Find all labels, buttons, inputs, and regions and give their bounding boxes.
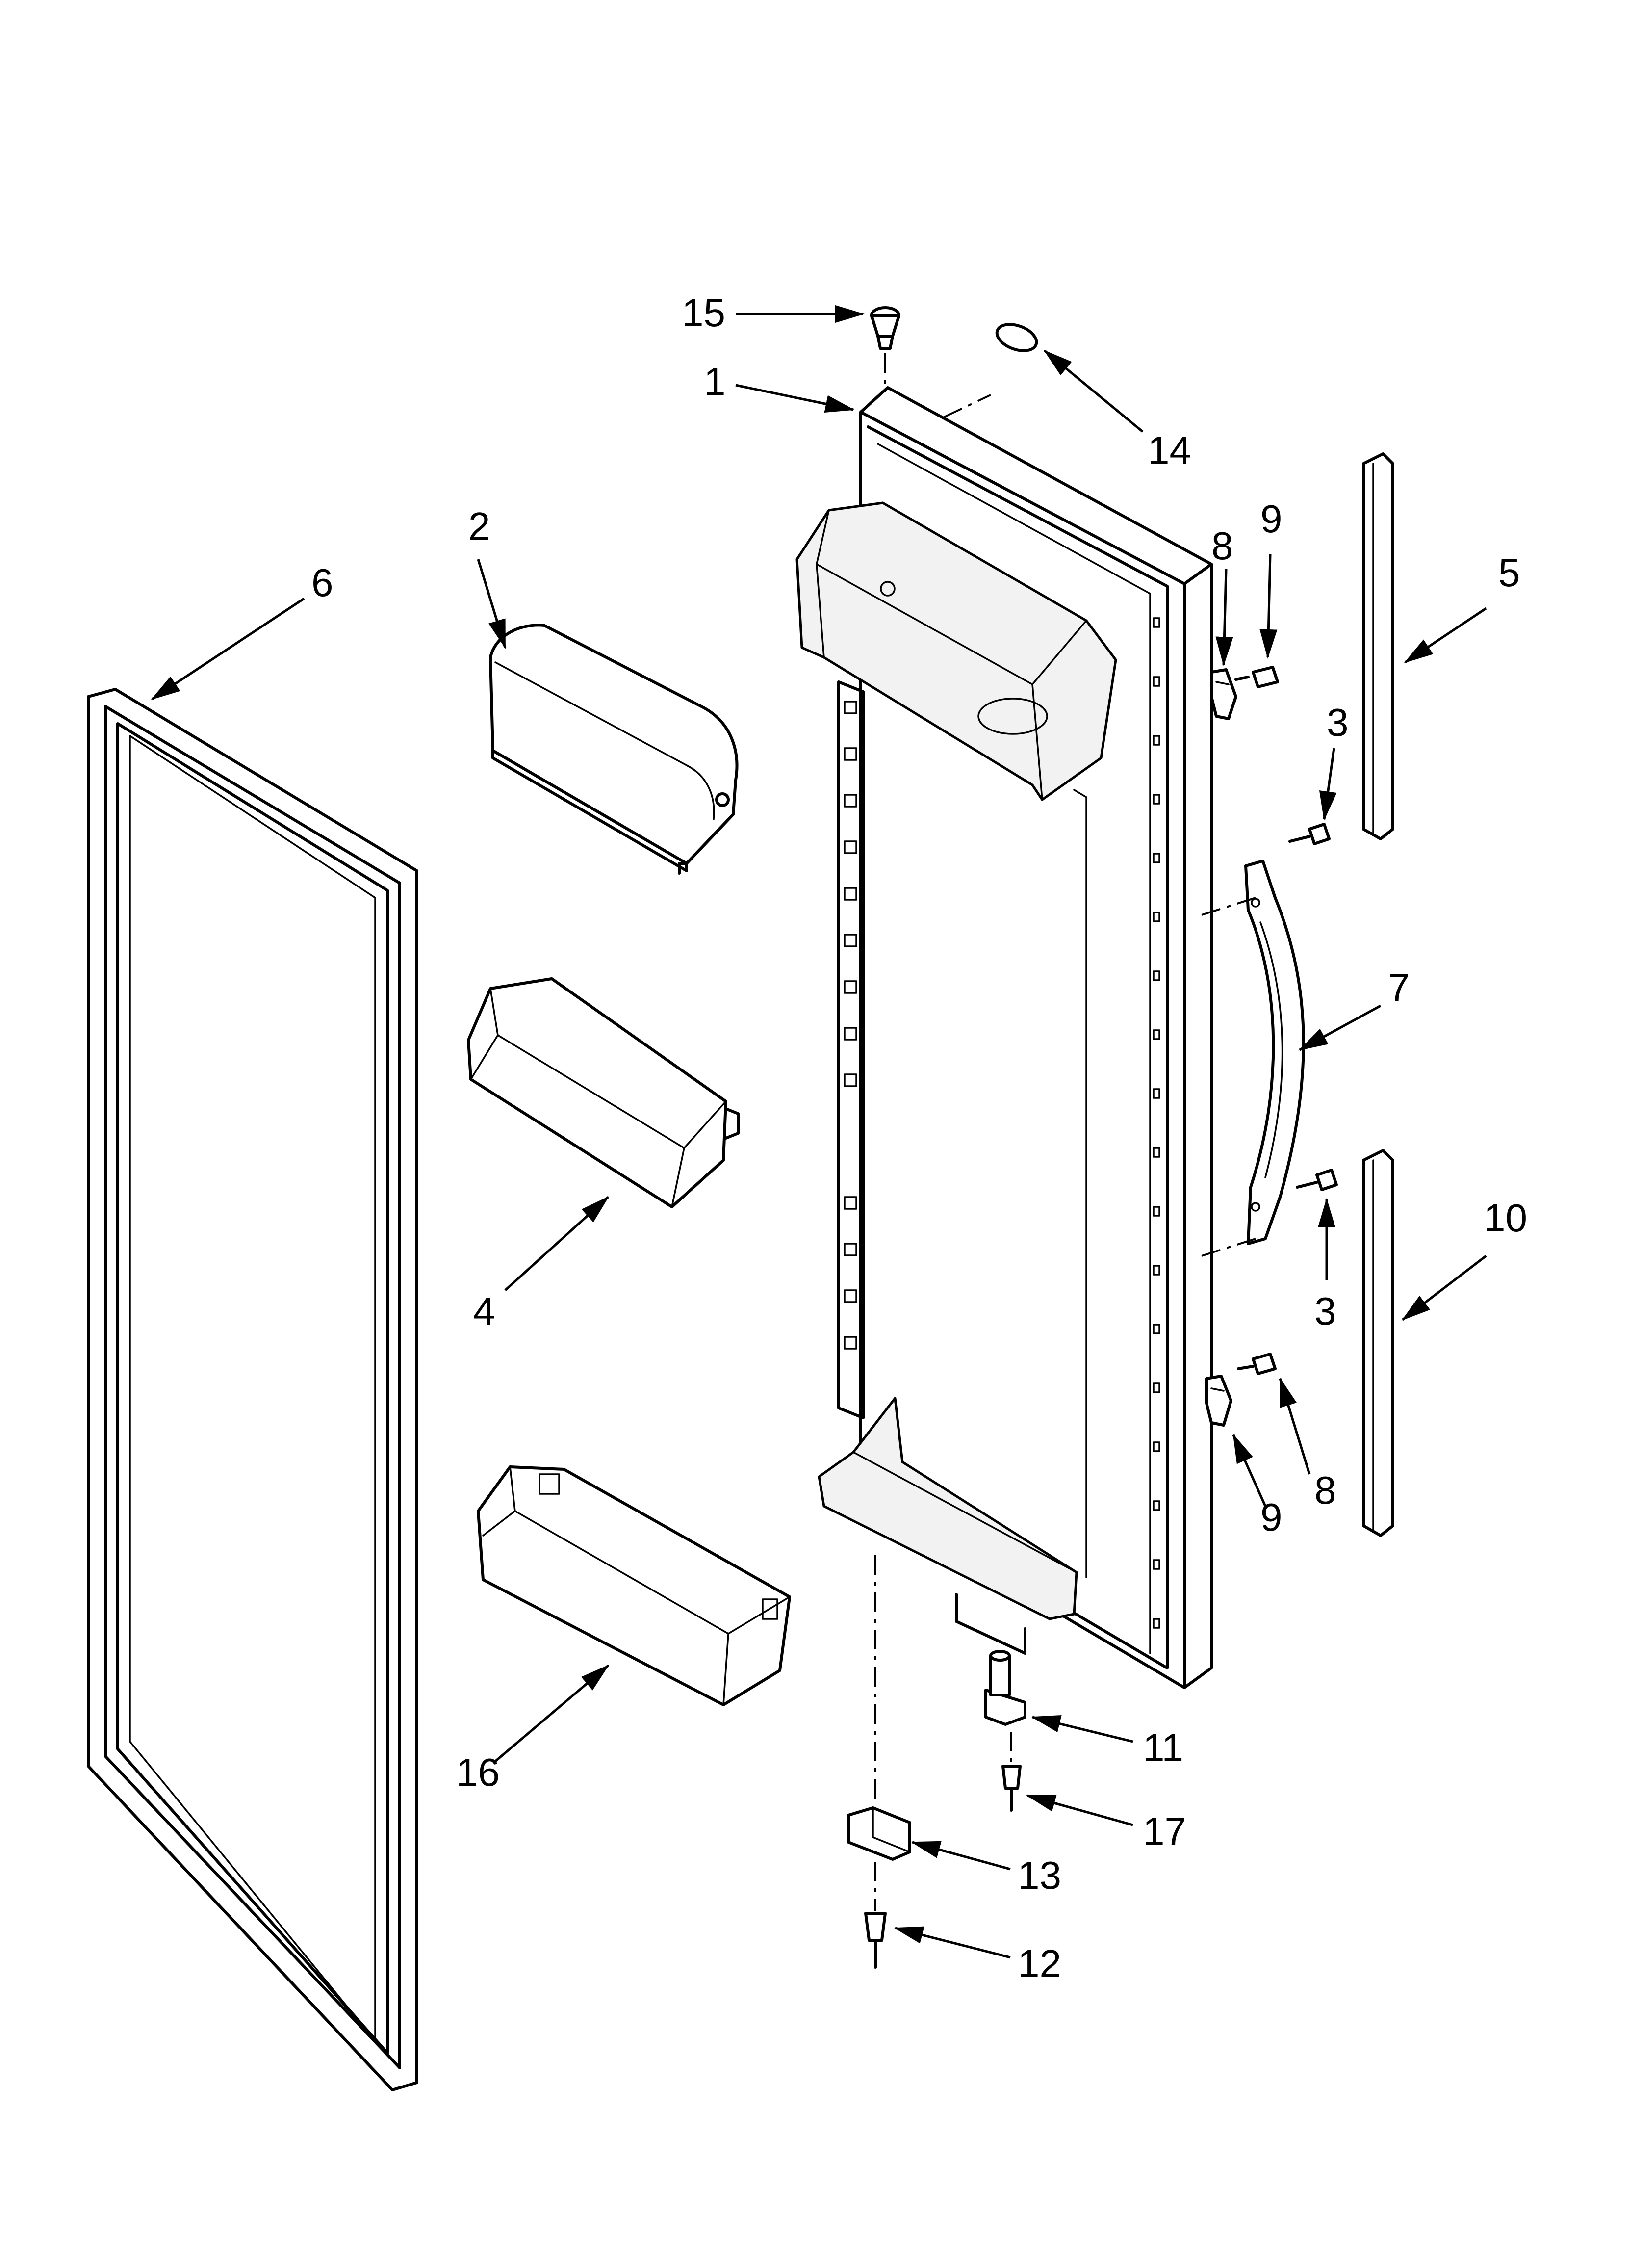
- callout-6: 6: [311, 561, 334, 604]
- leader-4: [504, 1196, 610, 1291]
- lower-handle-screw-part: [1296, 1169, 1338, 1191]
- leader-9b: [1232, 1434, 1267, 1507]
- leader-17: [1026, 1794, 1133, 1826]
- bottom-trim-part: [1362, 1149, 1394, 1537]
- leader-14: [1043, 350, 1144, 433]
- leader-12: [894, 1926, 1011, 1959]
- top-trim-part: [1362, 452, 1394, 840]
- leader-7: [1298, 1004, 1382, 1051]
- leader-16: [494, 1665, 610, 1762]
- leader-10: [1401, 1255, 1487, 1321]
- handle-part: [1244, 860, 1305, 1245]
- callout-3-bottom: 3: [1314, 1289, 1336, 1333]
- upper-handle-screw-part: [1288, 823, 1331, 845]
- callout-9-top: 9: [1260, 497, 1283, 541]
- handle-axis-bottom: [1201, 1238, 1256, 1257]
- leader-3a: [1319, 748, 1337, 821]
- lower-screw-part: [1237, 1353, 1277, 1375]
- callout-4: 4: [473, 1289, 495, 1333]
- callout-17: 17: [1143, 1809, 1186, 1853]
- callout-14: 14: [1148, 428, 1191, 472]
- bottom-screw-part: [864, 1912, 887, 1969]
- upper-screw-part: [1234, 666, 1279, 688]
- upper-clip-part: [1210, 668, 1237, 720]
- hinge-pin-part: [984, 1650, 1026, 1726]
- bottom-bracket-part: [847, 1806, 911, 1861]
- leader-lines: [151, 305, 1487, 1959]
- callout-5: 5: [1498, 551, 1520, 595]
- door-assembly-part: [795, 386, 1213, 1689]
- leader-11: [1031, 1715, 1133, 1743]
- callout-12: 12: [1018, 1942, 1061, 1985]
- plug-axis: [944, 394, 991, 418]
- leader-5: [1404, 607, 1487, 664]
- liner-dots: [1153, 617, 1160, 1629]
- small-door-bin-part: [467, 977, 740, 1208]
- door-gasket-part: [87, 688, 418, 2091]
- callout-9-bottom: 9: [1260, 1495, 1283, 1539]
- callout-11: 11: [1143, 1726, 1183, 1770]
- hinge-screw-part: [1001, 1765, 1022, 1812]
- callout-10: 10: [1484, 1196, 1527, 1240]
- leader-6: [151, 597, 305, 701]
- callout-7: 7: [1388, 965, 1410, 1009]
- large-door-bin-part: [477, 1465, 791, 1706]
- callout-13: 13: [1018, 1853, 1061, 1897]
- callout-8-top: 8: [1211, 524, 1233, 568]
- plug-part: [995, 323, 1038, 352]
- leader-8a: [1215, 569, 1233, 666]
- lower-clip-part: [1205, 1375, 1232, 1427]
- handle-axis-top: [1201, 897, 1256, 916]
- callout-8-bottom: 8: [1314, 1468, 1336, 1512]
- dairy-door-part: [489, 624, 739, 875]
- callout-15: 15: [682, 291, 725, 335]
- callout-16: 16: [456, 1750, 500, 1794]
- leader-1: [735, 384, 855, 413]
- leader-13: [911, 1841, 1011, 1871]
- leader-2: [477, 559, 507, 649]
- leader-9a: [1259, 554, 1278, 659]
- top-bushing-part: [870, 306, 900, 350]
- callout-1: 1: [704, 360, 726, 403]
- shelf-pegs: [844, 701, 857, 1350]
- callout-labels: 15 1 14 2 6 9 8 5 3 7 4 10 3 8 9 16 11 1…: [311, 291, 1527, 1985]
- leader-8b: [1279, 1377, 1311, 1475]
- callout-2: 2: [468, 504, 490, 548]
- callout-3-top: 3: [1327, 701, 1349, 744]
